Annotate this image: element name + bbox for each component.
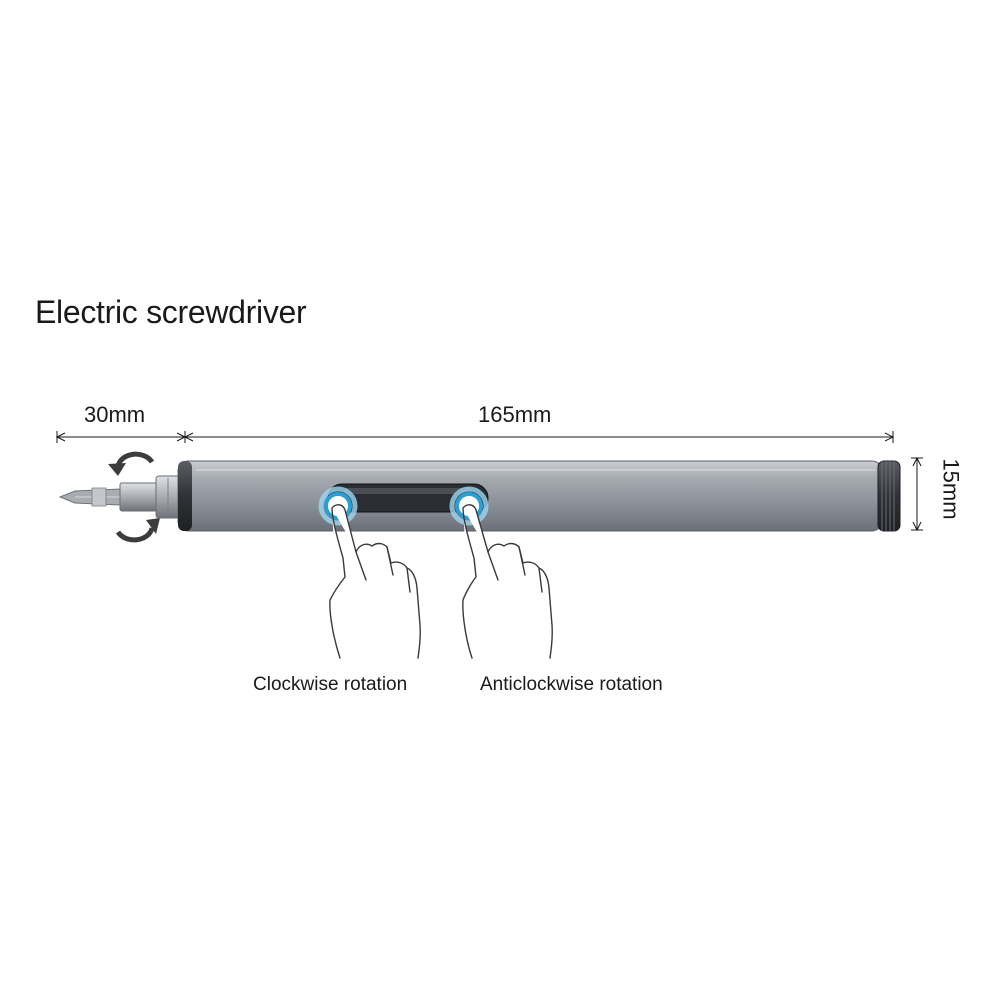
body-dimension-line: [183, 431, 895, 443]
screwdriver-end-cap: [877, 460, 901, 532]
bit-length-label: 30mm: [84, 402, 146, 427]
rotation-arrow-bottom-icon: [115, 518, 160, 543]
bit-dimension-line: [55, 431, 187, 443]
screwdriver-bit: [58, 487, 121, 507]
right-hand-icon: [462, 504, 553, 659]
diagram-title: Electric screwdriver: [35, 294, 307, 330]
left-hand-icon: [329, 504, 421, 659]
screwdriver-body: [177, 460, 883, 532]
button-slot: [327, 483, 489, 513]
diameter-dimension-line: [911, 456, 923, 532]
rotation-arrow-top-icon: [108, 451, 155, 476]
clockwise-rotation-label: Clockwise rotation: [253, 674, 408, 695]
anticlockwise-rotation-label: Anticlockwise rotation: [480, 674, 663, 695]
screwdriver-chuck: [119, 475, 181, 519]
body-length-label: 165mm: [478, 402, 552, 427]
